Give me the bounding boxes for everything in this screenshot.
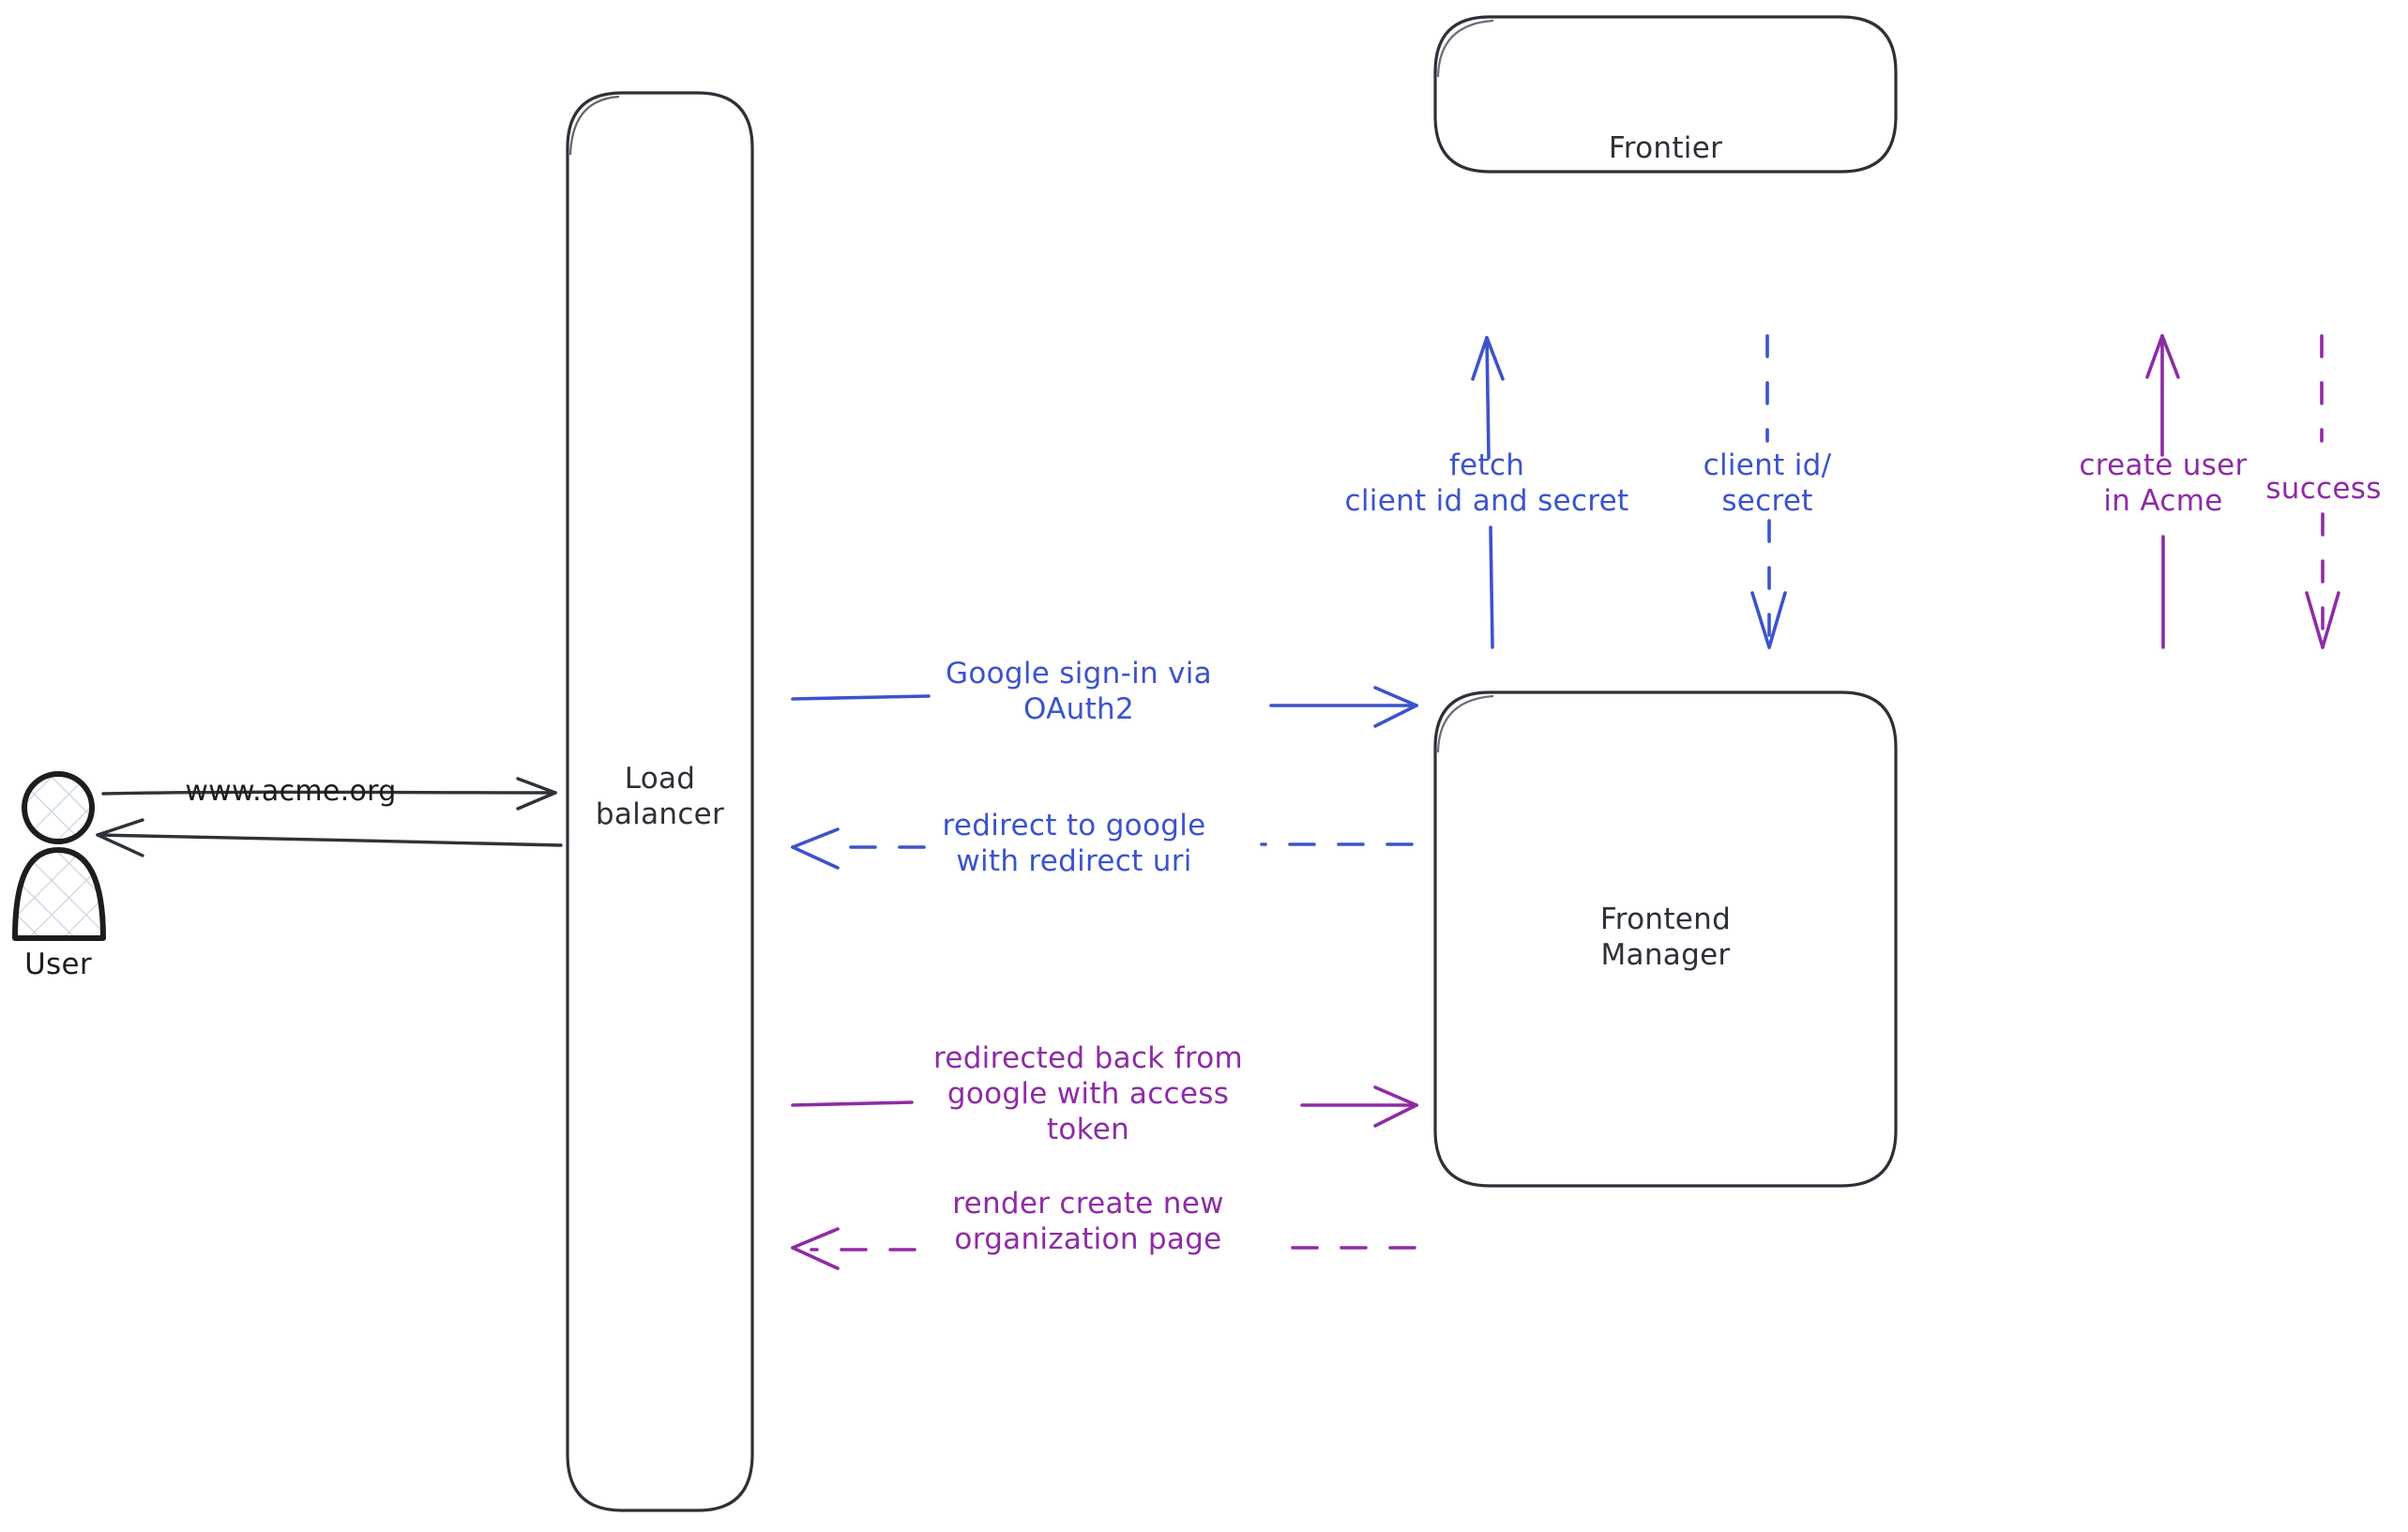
edge-fm-to-lb-redirect-label: redirect to google with redirect uri	[942, 809, 1206, 878]
edge-user-to-lb-label: www.acme.org	[185, 775, 397, 808]
node-load-balancer-label: Load balancer	[595, 762, 725, 831]
edge-frontier-to-fm-credentials	[1750, 334, 1787, 649]
edge-fm-to-lb-redirect	[791, 827, 1414, 870]
edge-lb-to-fm-token-label: redirected back from google with access …	[932, 1041, 1244, 1146]
edge-fm-to-frontier-create-user-label: create user in Acme	[2079, 448, 2248, 518]
node-frontier[interactable]	[1433, 15, 1898, 174]
node-frontier-label: Frontier	[1608, 131, 1723, 165]
node-load-balancer[interactable]	[566, 91, 754, 1512]
edge-frontier-to-fm-credentials-label: client id/ secret	[1703, 448, 1832, 518]
edge-frontier-to-fm-success-label: success	[2265, 472, 2382, 506]
user-label: User	[24, 948, 92, 981]
edge-lb-to-fm-signin	[791, 686, 1418, 728]
edge-fm-to-lb-render-label: render create new organization page	[952, 1187, 1224, 1256]
edge-fm-to-frontier-fetch	[1471, 336, 1505, 649]
user-figure-icon	[12, 771, 106, 941]
node-frontend-manager-label: Frontend Manager	[1599, 903, 1732, 972]
edge-lb-to-user	[96, 818, 563, 857]
edge-lb-to-fm-signin-label: Google sign-in via OAuth2	[946, 657, 1212, 726]
edge-frontier-to-fm-success	[2305, 334, 2340, 649]
edge-lb-to-fm-token	[791, 1085, 1418, 1128]
edge-fm-to-lb-render	[791, 1227, 1416, 1270]
edge-user-to-lb	[101, 777, 557, 811]
edge-fm-to-frontier-fetch-label: fetch client id and secret	[1344, 448, 1629, 518]
node-frontend-manager[interactable]	[1433, 690, 1898, 1188]
edge-fm-to-frontier-create-user	[2145, 334, 2180, 649]
